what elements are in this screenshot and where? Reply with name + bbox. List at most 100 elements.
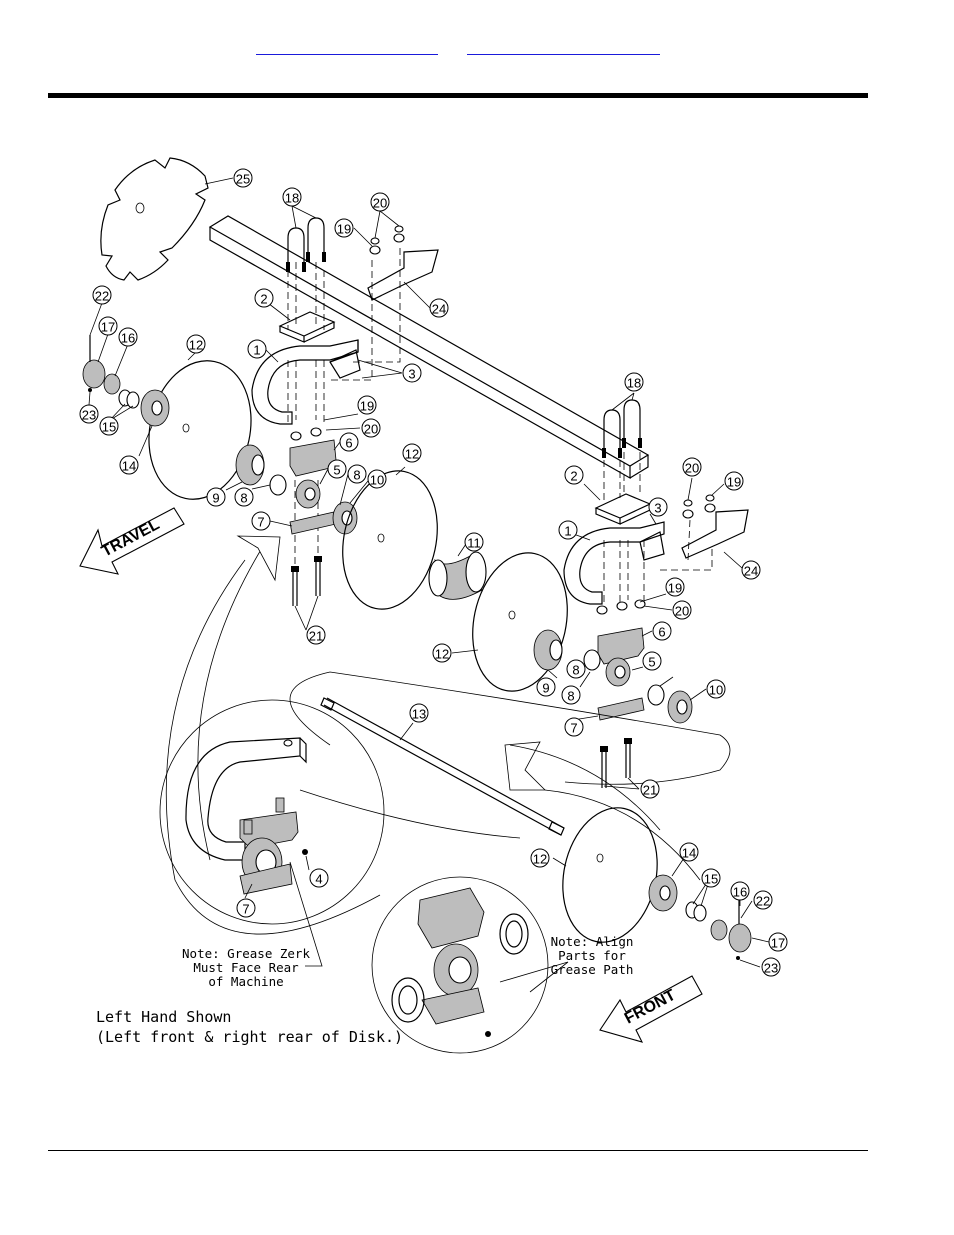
callout-20: 20 xyxy=(683,458,701,476)
svg-text:Grease Path: Grease Path xyxy=(551,962,634,977)
callout-12: 12 xyxy=(433,644,451,662)
callout-12: 12 xyxy=(531,849,549,867)
callout-number: 8 xyxy=(240,491,247,506)
svg-text:Left Hand Shown: Left Hand Shown xyxy=(96,1008,231,1026)
note-left-hand: Left Hand Shown (Left front & right rear… xyxy=(96,1008,403,1046)
disk-middle xyxy=(330,462,449,618)
callout-25: 25 xyxy=(234,169,252,187)
callout-number: 20 xyxy=(373,196,387,211)
callout-17: 17 xyxy=(99,317,117,335)
callout-number: 1 xyxy=(564,524,571,539)
callout-number: 23 xyxy=(764,961,778,976)
callout-24: 24 xyxy=(742,561,760,579)
callout-7: 7 xyxy=(252,512,270,530)
callout-21: 21 xyxy=(307,626,325,644)
callout-number: 9 xyxy=(212,491,219,506)
callout-23: 23 xyxy=(762,958,780,976)
callout-20: 20 xyxy=(673,601,691,619)
detail-circle-right xyxy=(372,877,548,1053)
callout-number: 15 xyxy=(704,872,718,887)
disk-upper-left xyxy=(137,351,264,509)
svg-text:Note: Align: Note: Align xyxy=(551,934,634,949)
callout-22: 22 xyxy=(93,286,111,304)
callout-number: 17 xyxy=(101,320,115,335)
callout-number: 19 xyxy=(668,581,682,596)
callout-19: 19 xyxy=(666,578,684,596)
callout-23: 23 xyxy=(80,405,98,423)
frame-tube xyxy=(210,216,648,478)
callout-2: 2 xyxy=(565,466,583,484)
svg-text:Parts for: Parts for xyxy=(558,948,626,963)
callout-12: 12 xyxy=(403,444,421,462)
callout-20: 20 xyxy=(371,193,389,211)
front-arrow: FRONT xyxy=(600,976,702,1042)
callout-number: 23 xyxy=(82,408,96,423)
callout-number: 15 xyxy=(102,420,116,435)
callout-22: 22 xyxy=(754,891,772,909)
callout-number: 13 xyxy=(412,707,426,722)
callout-number: 20 xyxy=(675,604,689,619)
callout-number: 8 xyxy=(572,663,579,678)
callout-24: 24 xyxy=(430,299,448,317)
callout-19: 19 xyxy=(358,396,376,414)
callout-5: 5 xyxy=(328,460,346,478)
callout-number: 8 xyxy=(567,689,574,704)
callout-number: 7 xyxy=(570,721,577,736)
callout-number: 12 xyxy=(189,338,203,353)
callout-15: 15 xyxy=(100,417,118,435)
nuts-upper xyxy=(370,226,404,254)
callout-number: 10 xyxy=(370,473,384,488)
callout-1: 1 xyxy=(248,340,266,358)
callout-number: 16 xyxy=(733,885,747,900)
callout-number: 3 xyxy=(408,367,415,382)
svg-text:(Left front & right rear of Di: (Left front & right rear of Disk.) xyxy=(96,1028,403,1046)
callout-13: 13 xyxy=(410,704,428,722)
callout-number: 18 xyxy=(285,191,299,206)
callout-number: 12 xyxy=(533,852,547,867)
callout-4: 4 xyxy=(310,869,328,887)
callout-number: 17 xyxy=(771,936,785,951)
callout-number: 14 xyxy=(682,846,696,861)
bearing-base-upper xyxy=(290,512,336,534)
callout-number: 10 xyxy=(709,683,723,698)
callout-number: 11 xyxy=(467,536,481,551)
callout-16: 16 xyxy=(731,882,749,900)
callout-number: 7 xyxy=(242,902,249,917)
callout-1: 1 xyxy=(559,521,577,539)
callout-number: 19 xyxy=(360,399,374,414)
callout-6: 6 xyxy=(653,622,671,640)
travel-arrow: TRAVEL xyxy=(80,508,184,574)
callout-number: 4 xyxy=(315,872,322,887)
callout-5: 5 xyxy=(643,652,661,670)
callout-8: 8 xyxy=(567,660,585,678)
callout-number: 14 xyxy=(122,459,136,474)
callout-number: 24 xyxy=(432,302,446,317)
callout-number: 5 xyxy=(333,463,340,478)
note-grease-zerk: Note: Grease Zerk Must Face Rear of Mach… xyxy=(182,946,310,989)
callout-8: 8 xyxy=(235,488,253,506)
bracket-upper xyxy=(368,250,438,300)
callout-16: 16 xyxy=(119,328,137,346)
callout-number: 24 xyxy=(744,564,758,579)
callout-number: 25 xyxy=(236,172,250,187)
callout-number: 19 xyxy=(727,475,741,490)
callout-14: 14 xyxy=(120,456,138,474)
gang-shaft xyxy=(324,698,564,835)
callout-19: 19 xyxy=(725,472,743,490)
callout-14: 14 xyxy=(680,843,698,861)
callout-number: 21 xyxy=(309,629,323,644)
callout-number: 2 xyxy=(260,292,267,307)
callout-number: 8 xyxy=(353,468,360,483)
callout-18: 18 xyxy=(625,373,643,391)
arm-upper xyxy=(252,340,358,424)
callout-number: 12 xyxy=(435,647,449,662)
callout-3: 3 xyxy=(649,498,667,516)
note-align: Note: Align Parts for Grease Path xyxy=(551,934,634,977)
callout-17: 17 xyxy=(769,933,787,951)
callout-6: 6 xyxy=(340,433,358,451)
callout-11: 11 xyxy=(465,533,483,551)
callout-number: 21 xyxy=(643,783,657,798)
callout-number: 16 xyxy=(121,331,135,346)
callout-7: 7 xyxy=(565,718,583,736)
